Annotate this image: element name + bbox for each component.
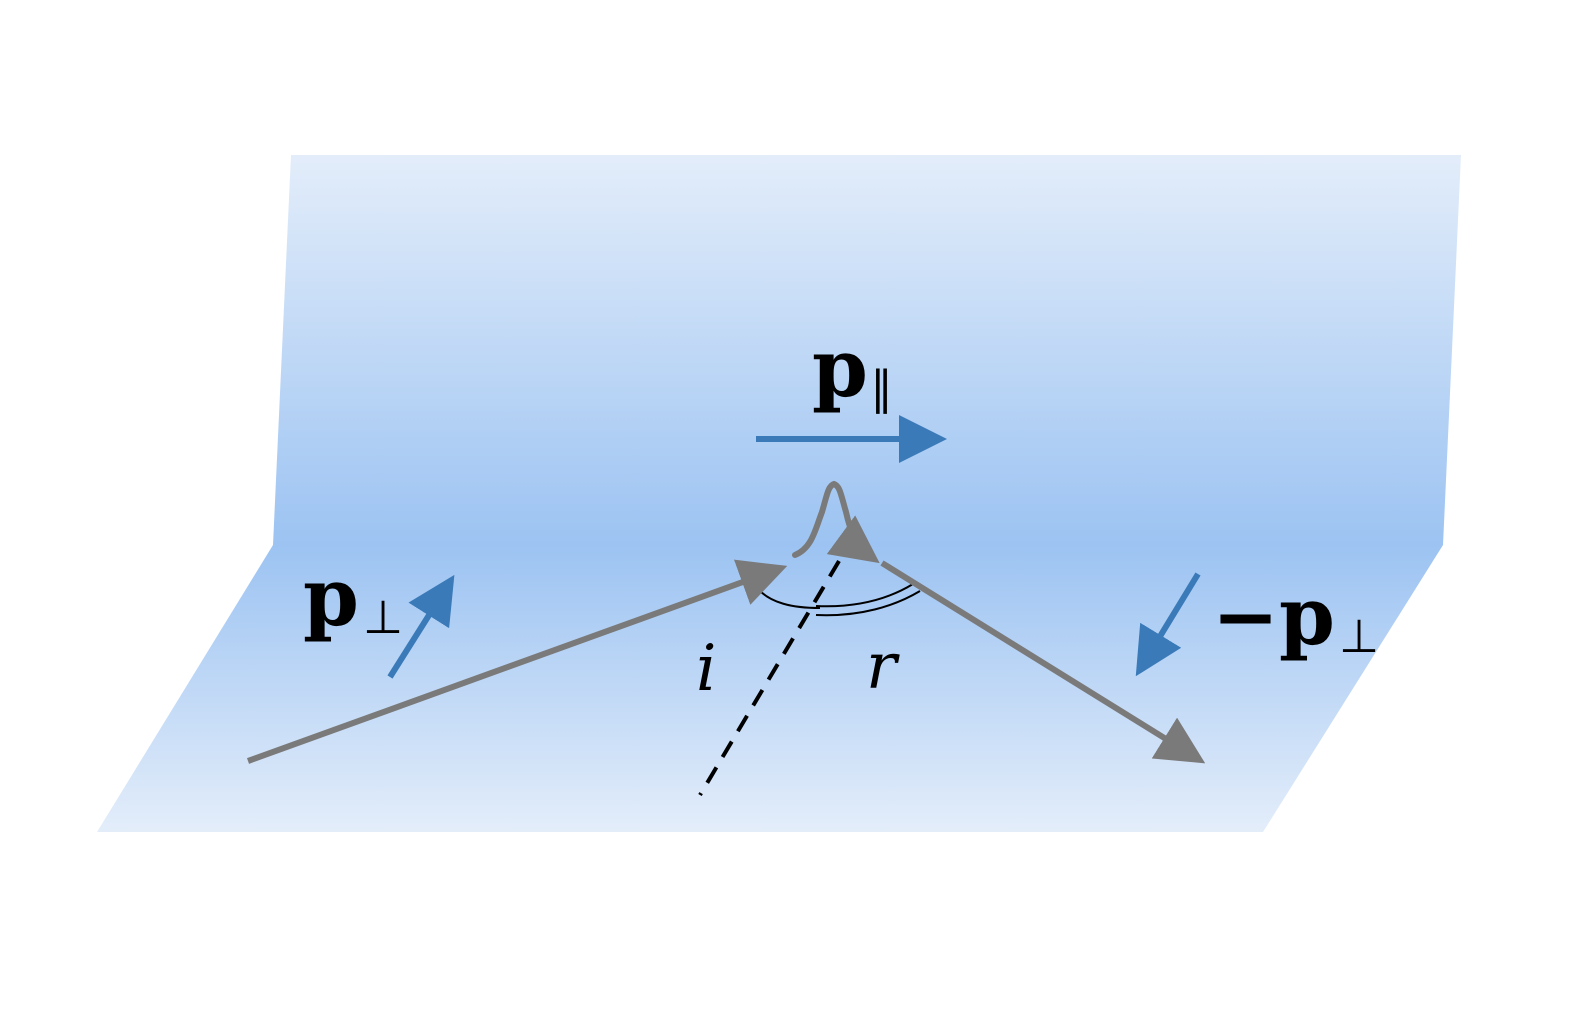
reflection-angle-label: r xyxy=(866,630,900,704)
incidence-angle-label: i xyxy=(696,632,716,706)
p-perp-left-arrow xyxy=(387,574,455,679)
incident-ray xyxy=(246,559,788,764)
reflection-angle-arc-outer xyxy=(815,583,914,608)
wave-packet xyxy=(792,480,880,564)
p-perp-right-arrow xyxy=(1135,572,1201,677)
vertical-plane xyxy=(273,155,1461,545)
p-perp-left-label: p⊥ xyxy=(303,550,403,644)
reflected-ray xyxy=(880,560,1206,764)
p-perp-right-label: −p⊥ xyxy=(1212,569,1379,663)
normal-line xyxy=(698,559,841,797)
reflection-angle-arc-inner xyxy=(815,590,921,617)
p-parallel-label: p∥ xyxy=(812,321,893,415)
